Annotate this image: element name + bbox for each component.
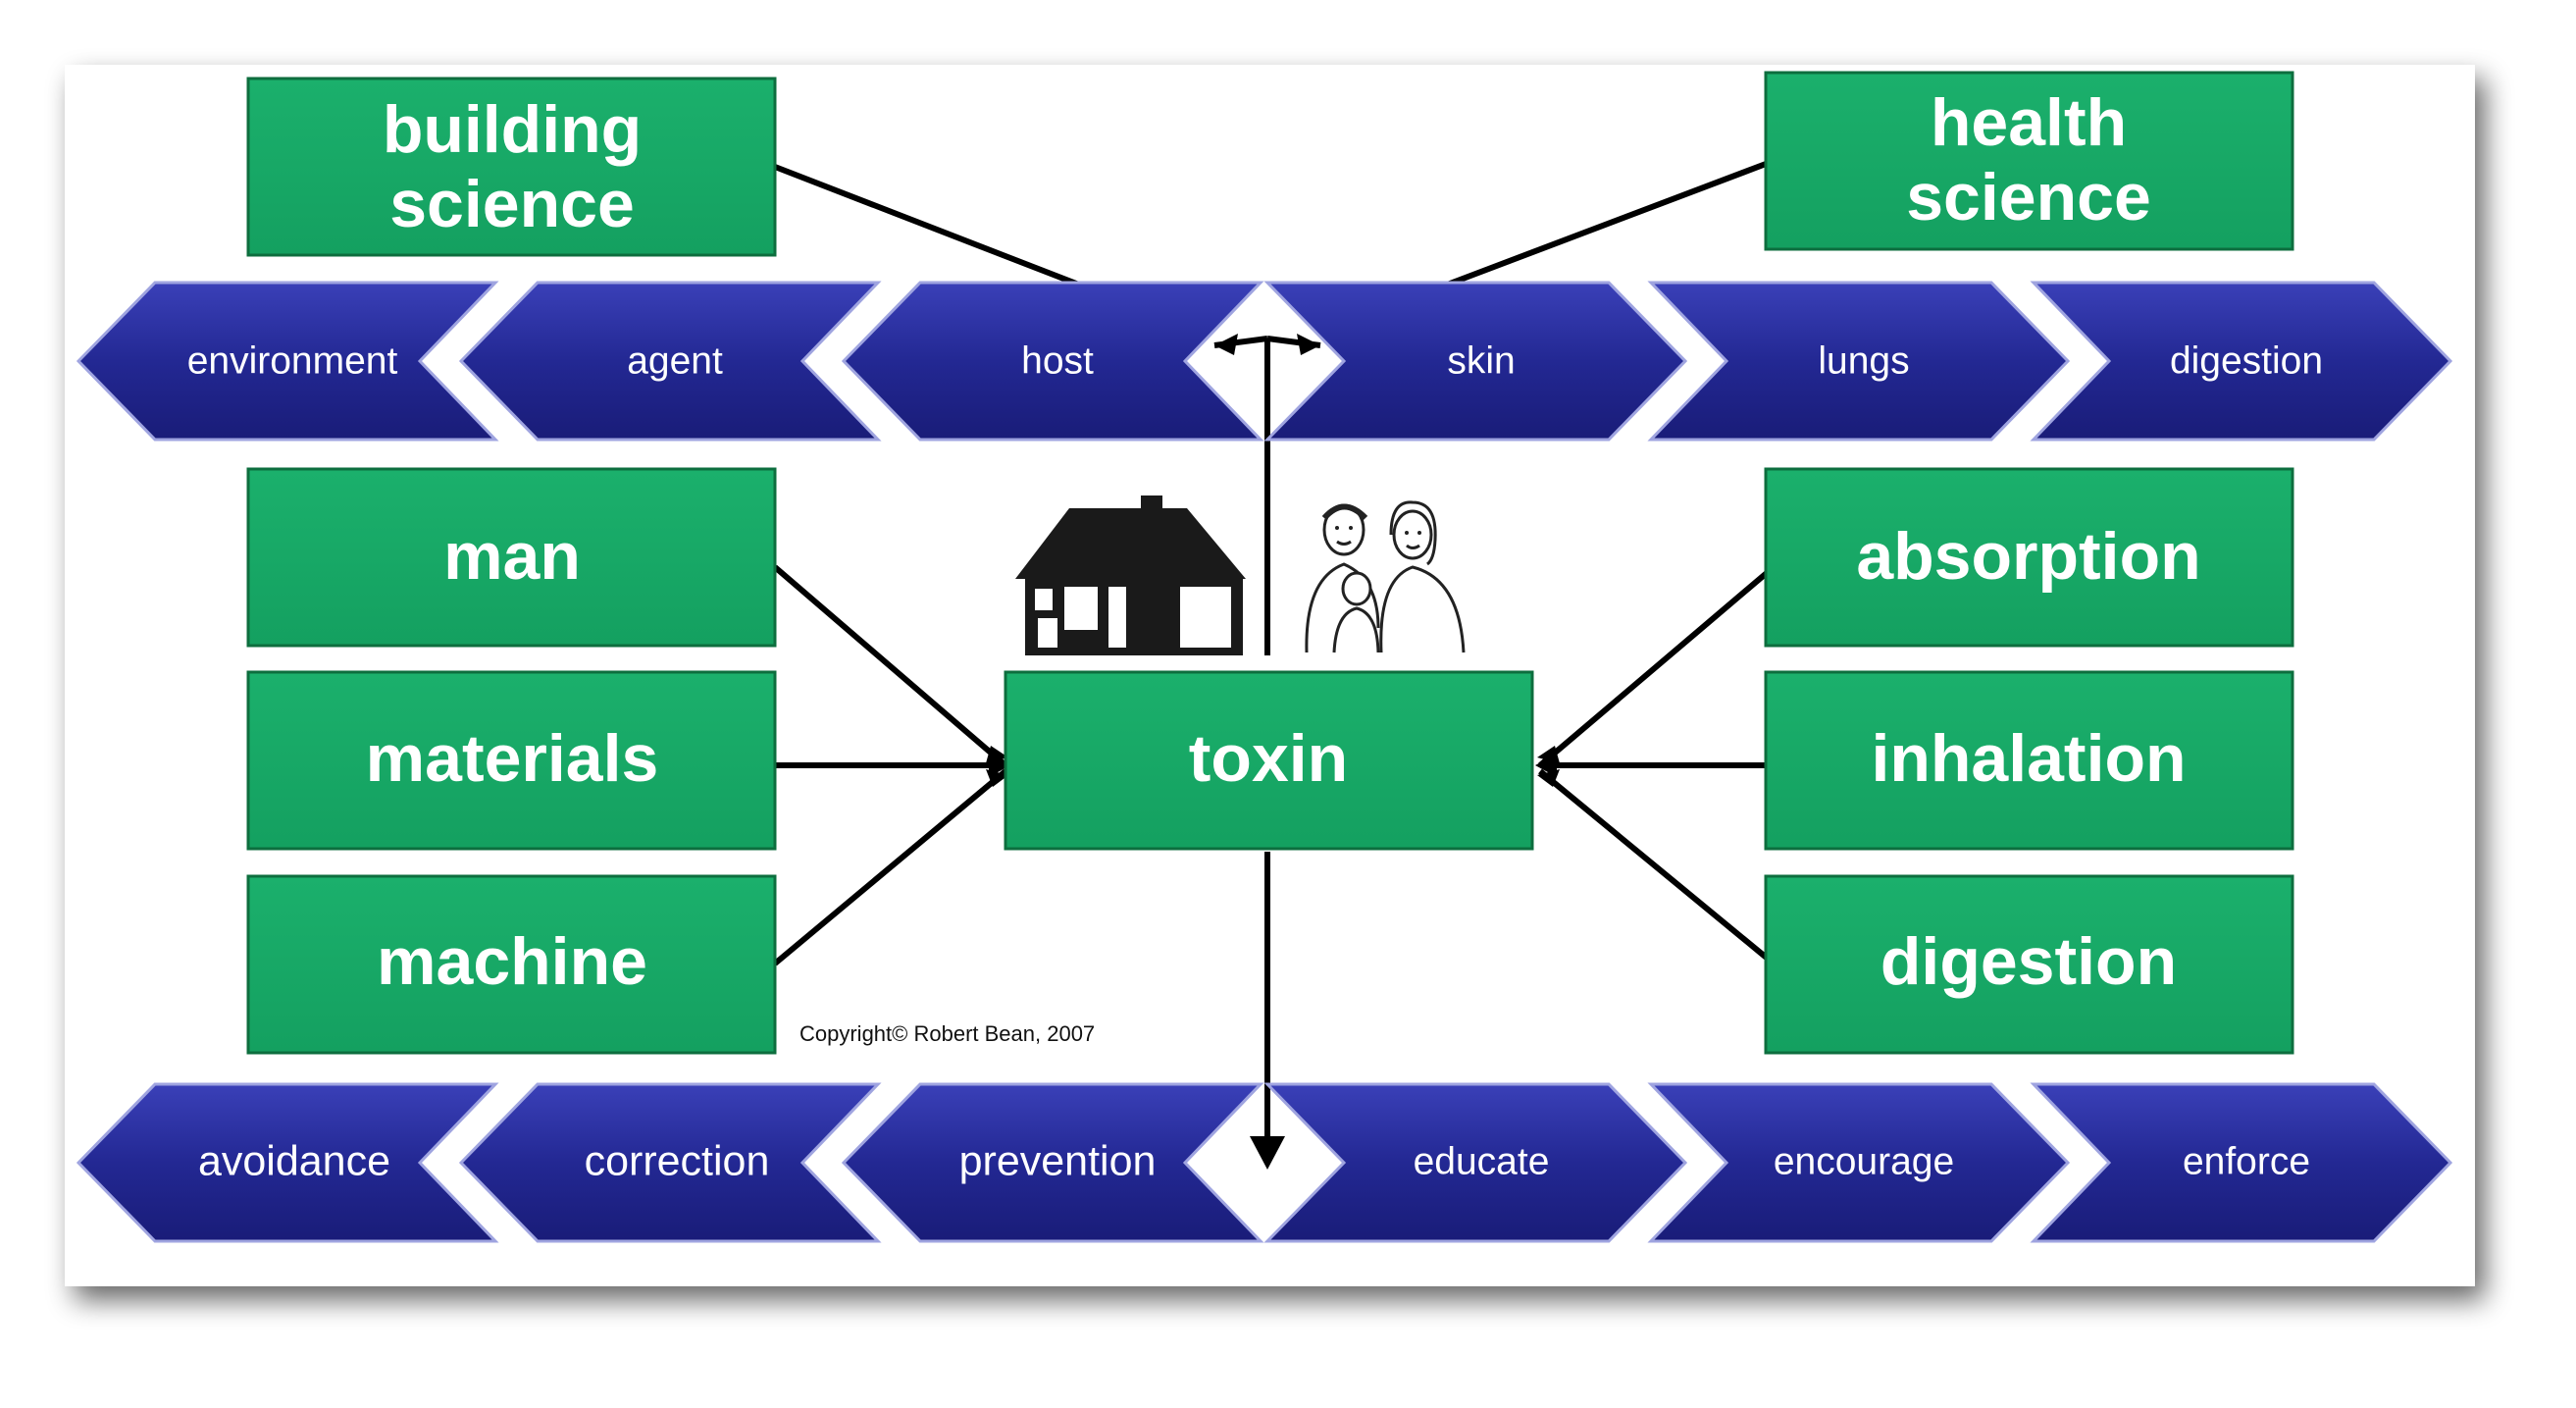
top-arrow-row: environment agent host skin lungs digest… [76, 281, 2453, 442]
bottom-chevron-label: encourage [1774, 1140, 1954, 1182]
box-label: man [443, 519, 581, 594]
bottom-chevron-avoidance[interactable]: avoidance [76, 1082, 499, 1243]
top-chevron-agent[interactable]: agent [458, 281, 882, 442]
top-chevron-label: environment [187, 339, 398, 382]
top-chevron-label: lungs [1818, 339, 1909, 382]
box-label: machine [377, 924, 647, 999]
bottom-chevron-label: avoidance [198, 1137, 390, 1184]
box-label: absorption [1856, 519, 2200, 594]
box-label-line2: science [389, 167, 635, 241]
bottom-chevron-encourage[interactable]: encourage [1647, 1082, 2071, 1243]
bottom-chevron-label: prevention [959, 1137, 1157, 1184]
top-chevron-host[interactable]: host [841, 281, 1264, 442]
arrowheads [986, 334, 1560, 1170]
top-chevron-digestion[interactable]: digestion [2030, 281, 2453, 442]
box-inhalation[interactable]: inhalation [1764, 670, 2294, 851]
bottom-chevron-enforce[interactable]: enforce [2030, 1082, 2453, 1243]
family-icon [1305, 500, 1466, 653]
top-chevron-skin[interactable]: skin [1263, 281, 1688, 442]
bottom-chevron-label: correction [585, 1137, 770, 1184]
box-machine[interactable]: machine [246, 874, 777, 1055]
bottom-chevron-label: enforce [2183, 1140, 2310, 1182]
box-label: digestion [1880, 924, 2177, 999]
house-icon [1015, 495, 1246, 655]
bottom-chevron-educate[interactable]: educate [1263, 1082, 1688, 1243]
top-chevron-label: agent [627, 339, 723, 382]
box-label-line1: health [1931, 85, 2127, 160]
box-materials[interactable]: materials [246, 670, 777, 851]
top-chevron-label: digestion [2170, 339, 2323, 382]
top-chevron-label: skin [1447, 339, 1515, 382]
box-label-line2: science [1906, 160, 2151, 235]
bottom-arrow-row: avoidance correction prevention educate … [76, 1082, 2453, 1243]
box-toxin[interactable]: toxin [1004, 670, 1534, 851]
bottom-chevron-correction[interactable]: correction [458, 1082, 882, 1243]
top-chevron-label: host [1021, 339, 1094, 382]
connector-lines [773, 158, 1776, 1138]
box-man[interactable]: man [246, 467, 777, 648]
box-label: toxin [1189, 721, 1348, 796]
box-label-line1: building [383, 92, 642, 167]
box-building-science[interactable]: building science [246, 77, 777, 257]
box-absorption[interactable]: absorption [1764, 467, 2294, 648]
bottom-chevron-prevention[interactable]: prevention [841, 1082, 1264, 1243]
box-label: inhalation [1871, 721, 2186, 796]
box-digestion[interactable]: digestion [1764, 874, 2294, 1055]
box-health-science[interactable]: health science [1764, 71, 2294, 251]
copyright-text: Copyright© Robert Bean, 2007 [799, 1021, 1095, 1046]
top-chevron-environment[interactable]: environment [76, 281, 499, 442]
box-label: materials [366, 721, 659, 796]
top-chevron-lungs[interactable]: lungs [1647, 281, 2071, 442]
bottom-chevron-label: educate [1414, 1140, 1550, 1182]
